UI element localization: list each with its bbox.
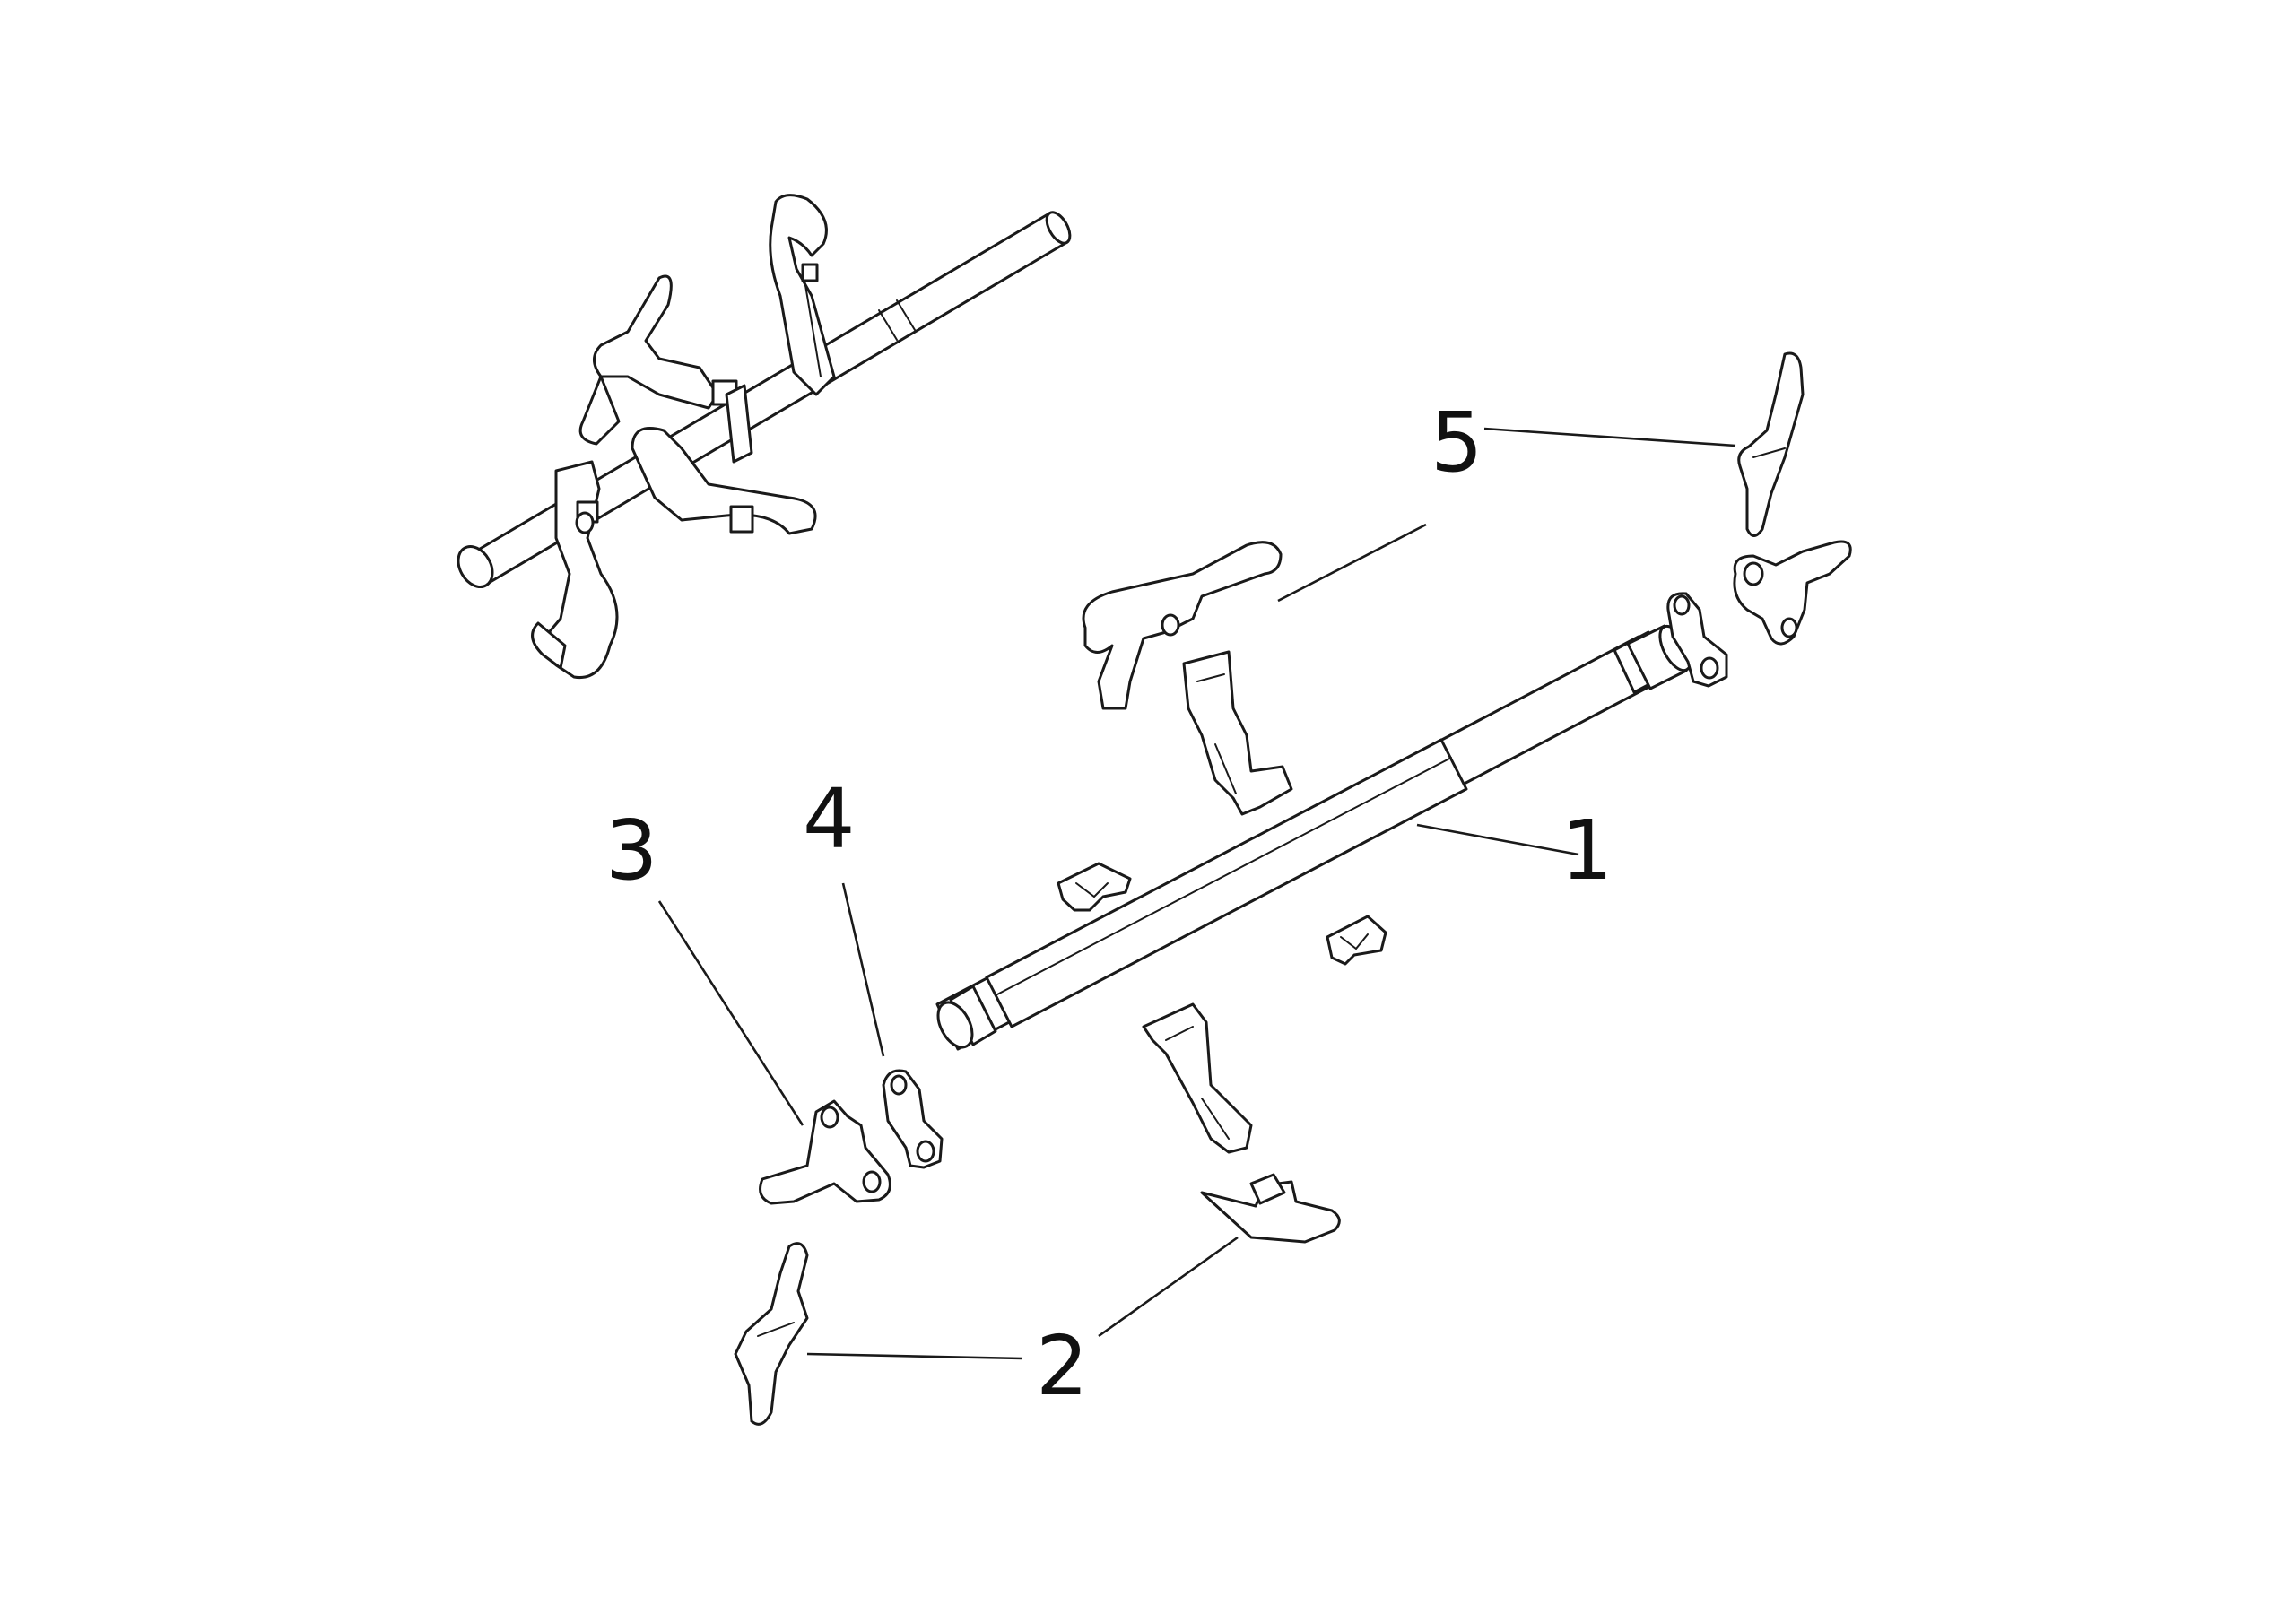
lower-fork-stem — [1142, 1002, 1253, 1154]
right-clamp — [1666, 592, 1728, 688]
shift-fork-large — [1082, 541, 1293, 816]
right-fork-small — [1737, 351, 1805, 537]
callout-label-1: 1 — [1561, 803, 1613, 898]
leader-lines — [657, 427, 1736, 1360]
assembled-shaft-view — [457, 194, 1072, 680]
selector-shaft — [935, 624, 1692, 1051]
callout-label-3: 3 — [605, 803, 658, 898]
shift-fork-small-left — [734, 1242, 809, 1426]
wedge-pieces — [1057, 862, 1387, 966]
callout-labels: 1 2 3 4 5 — [605, 395, 1613, 1414]
callout-label-4: 4 — [803, 771, 856, 867]
shift-fork-small-bottom — [1200, 1173, 1341, 1244]
shaft-clamp — [882, 1069, 944, 1169]
callout-label-5: 5 — [1431, 395, 1483, 490]
right-lug — [1733, 540, 1852, 646]
callout-label-2: 2 — [1036, 1318, 1089, 1414]
shift-lug — [759, 1099, 891, 1205]
